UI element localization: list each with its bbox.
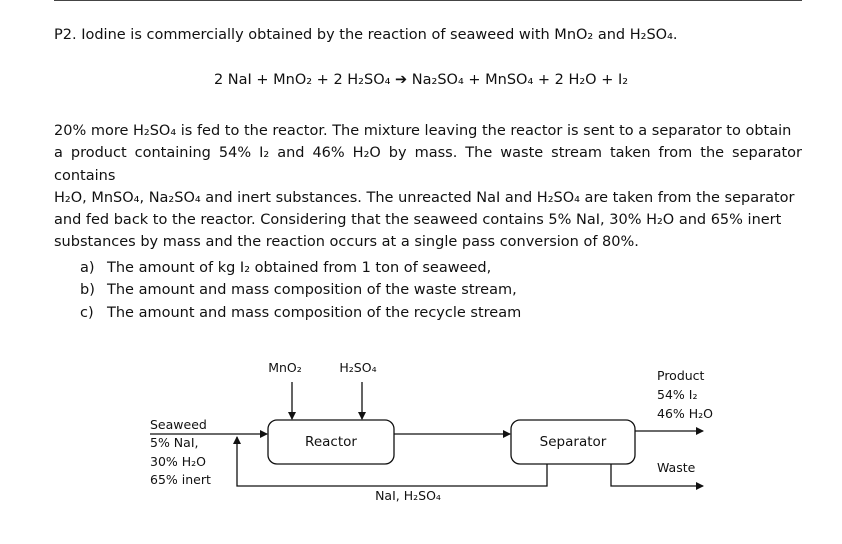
- product-line: 54% I₂: [657, 387, 697, 402]
- paragraph-line: substances by mass and the reaction occu…: [54, 234, 639, 251]
- reactor-box: [267, 419, 395, 465]
- h2so4-feed-label: H₂SO₄: [339, 360, 376, 375]
- seaweed-line: 65% inert: [150, 472, 211, 487]
- separator-box: [510, 419, 636, 465]
- question-letter: b): [80, 282, 95, 299]
- reactor-label: Reactor: [305, 434, 357, 450]
- seaweed-line: 5% NaI,: [150, 435, 198, 450]
- top-rule: [54, 0, 802, 1]
- paragraph-line: 20% more H₂SO₄ is fed to the reactor. Th…: [54, 123, 792, 139]
- question-item: a) The amount of kg I₂ obtained from 1 t…: [80, 257, 521, 279]
- seaweed-line: 30% H₂O: [150, 454, 206, 469]
- seaweed-feed-label: Seaweed 5% NaI, 30% H₂O 65% inert: [150, 417, 211, 487]
- seaweed-line: Seaweed: [150, 417, 207, 432]
- reaction-equation: 2 NaI + MnO₂ + 2 H₂SO₄ ➔ Na₂SO₄ + MnSO₄ …: [213, 72, 629, 88]
- question-list: a) The amount of kg I₂ obtained from 1 t…: [80, 257, 521, 324]
- recycle-stream-label: NaI, H₂SO₄: [375, 488, 441, 503]
- question-item: c) The amount and mass composition of th…: [80, 302, 521, 324]
- product-line: 46% H₂O: [657, 406, 713, 421]
- product-line: Product: [657, 368, 705, 383]
- product-stream-label: Product 54% I₂ 46% H₂O: [657, 368, 713, 421]
- waste-stream-label: Waste: [657, 460, 696, 475]
- question-letter: a): [80, 260, 95, 276]
- mno2-feed-label: MnO₂: [268, 360, 302, 375]
- question-item: b) The amount and mass composition of th…: [80, 279, 521, 301]
- paragraph-line: a product containing 54% I₂ and 46% H₂O …: [54, 145, 802, 184]
- question-text: The amount and mass composition of the w…: [107, 282, 517, 299]
- paragraph-line: and fed back to the reactor. Considering…: [54, 212, 782, 229]
- question-letter: c): [80, 304, 94, 321]
- waste-stream-arrow: [610, 464, 704, 490]
- paragraph-line: H₂O, MnSO₄, Na₂SO₄ and inert substances.…: [54, 189, 795, 206]
- question-text: The amount of kg I₂ obtained from 1 ton …: [107, 260, 492, 276]
- separator-label: Separator: [540, 434, 607, 450]
- problem-title: P2. Iodine is commercially obtained by t…: [54, 27, 678, 43]
- question-text: The amount and mass composition of the r…: [107, 304, 522, 321]
- recycle-stream-arrow: [233, 436, 548, 487]
- problem-paragraph: 20% more H₂SO₄ is fed to the reactor. Th…: [54, 120, 802, 254]
